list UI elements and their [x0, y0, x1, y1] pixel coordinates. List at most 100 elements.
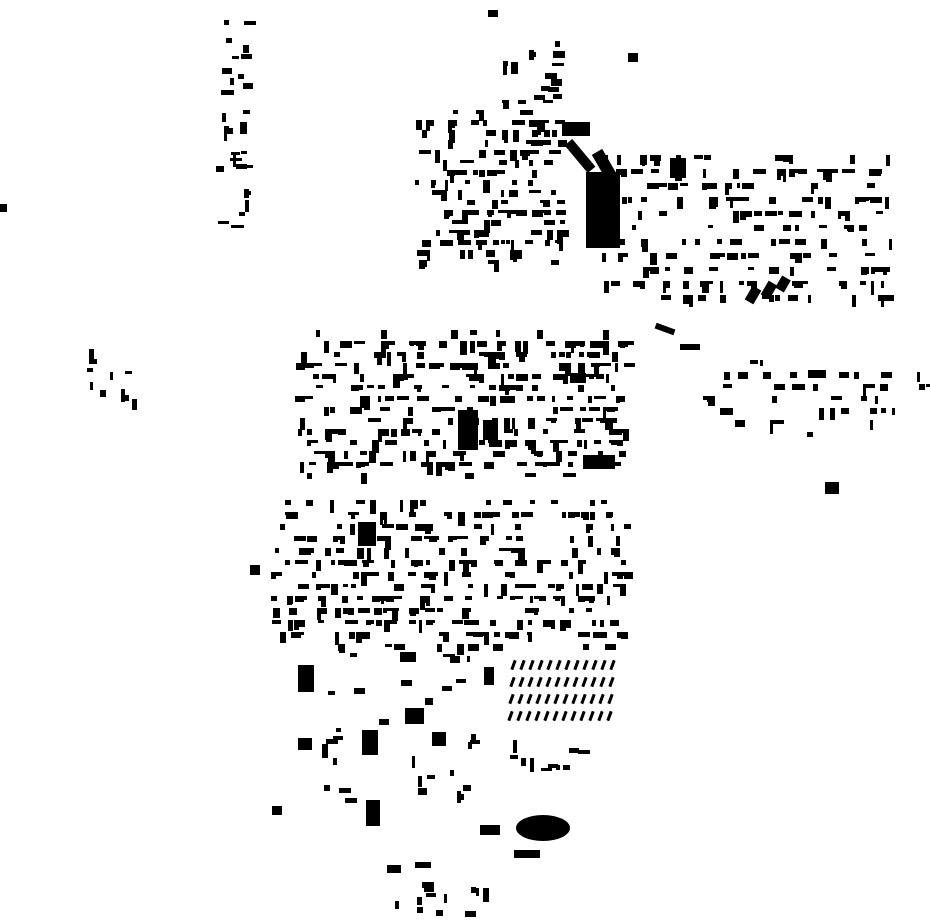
building: [132, 399, 137, 410]
building: [418, 788, 427, 795]
building: [483, 888, 489, 902]
building: [750, 360, 758, 364]
building: [90, 382, 93, 390]
building: [584, 462, 587, 469]
building: [357, 596, 363, 600]
building: [513, 740, 517, 753]
building: [544, 160, 553, 165]
building: [497, 596, 503, 599]
building: [615, 352, 618, 362]
building: [543, 140, 551, 145]
building: [720, 281, 723, 293]
building: [232, 56, 239, 59]
building: [471, 887, 476, 893]
building: [531, 584, 536, 588]
row-house: [570, 710, 577, 722]
building: [420, 596, 425, 610]
building: [325, 548, 331, 556]
building: [544, 220, 555, 225]
building: [650, 253, 657, 265]
building: [612, 572, 624, 576]
building: [568, 512, 575, 518]
building: [312, 572, 316, 578]
building: [584, 596, 595, 601]
building: [439, 407, 447, 411]
building: [488, 260, 499, 264]
building: [870, 420, 873, 430]
building: [510, 755, 518, 759]
building: [457, 230, 464, 240]
building: [537, 451, 542, 457]
building: [517, 620, 523, 630]
building: [501, 190, 504, 197]
building: [387, 352, 390, 360]
building: [528, 620, 532, 625]
building: [397, 396, 409, 400]
building: [360, 374, 364, 382]
building: [485, 140, 488, 147]
row-house: [517, 693, 524, 705]
building: [568, 462, 573, 467]
building: [862, 239, 867, 246]
building: [684, 267, 693, 274]
building: [328, 691, 335, 695]
building: [221, 90, 234, 95]
building: [624, 363, 635, 367]
building: [335, 608, 341, 618]
building: [611, 524, 614, 531]
building: [340, 536, 345, 544]
building: [460, 250, 465, 259]
building: [565, 363, 571, 376]
building: [771, 239, 776, 246]
building: [790, 372, 797, 378]
building: [417, 352, 424, 359]
building: [777, 169, 781, 180]
building: [494, 150, 505, 155]
building: [661, 295, 671, 300]
building: [549, 150, 561, 154]
building: [463, 560, 469, 573]
building: [356, 462, 361, 468]
building: [580, 407, 586, 411]
building: [468, 742, 472, 749]
building: [523, 341, 528, 354]
building: [597, 548, 601, 555]
building: [380, 512, 383, 525]
building: [224, 20, 229, 25]
building: [588, 536, 593, 547]
building: [870, 197, 882, 203]
row-house: [553, 693, 560, 705]
building: [675, 169, 682, 181]
building: [889, 239, 892, 250]
building: [344, 451, 348, 459]
building: [545, 240, 550, 246]
building: [453, 451, 462, 456]
building: [525, 608, 535, 613]
building: [606, 239, 611, 248]
building: [465, 911, 476, 917]
row-house: [552, 710, 559, 722]
building: [871, 281, 874, 295]
building: [462, 608, 469, 619]
building: [543, 200, 550, 207]
building: [607, 407, 615, 412]
row-house: [572, 676, 579, 688]
building: [470, 740, 480, 744]
building: [865, 197, 869, 201]
building: [419, 260, 425, 269]
building: [522, 584, 532, 588]
row-house: [535, 693, 542, 705]
building: [471, 734, 476, 740]
building: [517, 462, 527, 466]
building: [723, 384, 732, 388]
building: [747, 281, 751, 286]
building: [548, 87, 559, 92]
building: [604, 281, 609, 293]
building: [401, 429, 410, 436]
building: [450, 770, 454, 776]
building: [378, 596, 386, 601]
building: [231, 225, 244, 228]
row-house: [597, 710, 604, 722]
building: [469, 374, 481, 381]
building: [493, 451, 505, 457]
